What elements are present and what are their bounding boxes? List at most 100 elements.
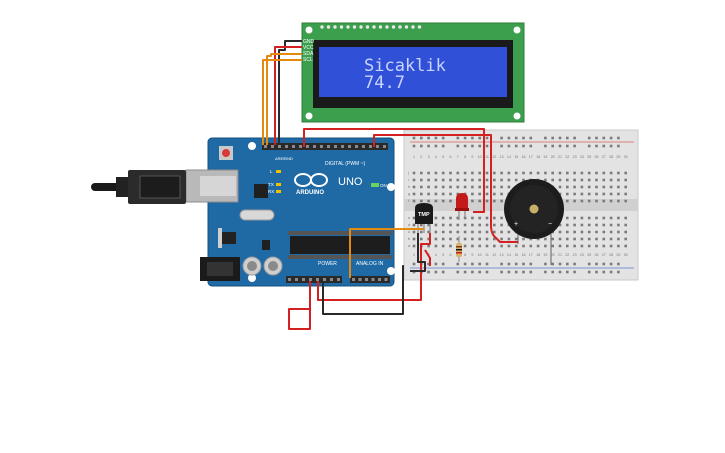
digital-pin[interactable] bbox=[285, 145, 288, 148]
digital-pin-header[interactable] bbox=[262, 143, 388, 150]
breadboard-hole[interactable] bbox=[587, 262, 591, 266]
breadboard-hole[interactable] bbox=[478, 216, 481, 220]
wire-lcd-scl[interactable] bbox=[262, 59, 302, 145]
breadboard-hole[interactable] bbox=[587, 144, 591, 148]
digital-pin[interactable] bbox=[320, 145, 323, 148]
breadboard-hole[interactable] bbox=[449, 237, 452, 241]
breadboard-hole[interactable] bbox=[507, 136, 511, 140]
breadboard-hole[interactable] bbox=[485, 199, 489, 203]
breadboard-hole[interactable] bbox=[493, 192, 496, 196]
breadboard-hole[interactable] bbox=[522, 270, 525, 274]
breadboard-hole[interactable] bbox=[500, 136, 503, 140]
breadboard-hole[interactable] bbox=[609, 144, 613, 148]
power-pin[interactable] bbox=[295, 278, 298, 281]
breadboard-hole[interactable] bbox=[595, 270, 598, 274]
digital-pin[interactable] bbox=[369, 145, 372, 148]
breadboard-hole[interactable] bbox=[587, 136, 591, 140]
breadboard-hole[interactable] bbox=[617, 199, 620, 203]
breadboard-hole[interactable] bbox=[566, 171, 569, 175]
breadboard-hole[interactable] bbox=[420, 185, 423, 189]
digital-pin[interactable] bbox=[341, 145, 344, 148]
breadboard-hole[interactable] bbox=[456, 270, 460, 274]
breadboard-hole[interactable] bbox=[471, 237, 474, 241]
breadboard-hole[interactable] bbox=[580, 230, 584, 234]
breadboard-hole[interactable] bbox=[573, 237, 576, 241]
breadboard-hole[interactable] bbox=[500, 223, 503, 227]
breadboard-hole[interactable] bbox=[500, 237, 503, 241]
usb-cable[interactable] bbox=[91, 170, 186, 204]
breadboard-hole[interactable] bbox=[485, 216, 489, 220]
breadboard-hole[interactable] bbox=[529, 171, 533, 175]
breadboard-hole[interactable] bbox=[463, 171, 467, 175]
breadboard-hole[interactable] bbox=[493, 171, 496, 175]
breadboard-hole[interactable] bbox=[587, 199, 591, 203]
breadboard-hole[interactable] bbox=[471, 144, 474, 148]
breadboard-hole[interactable] bbox=[493, 178, 496, 182]
breadboard-hole[interactable] bbox=[595, 262, 598, 266]
breadboard-hole[interactable] bbox=[624, 192, 627, 196]
breadboard-hole[interactable] bbox=[441, 230, 445, 234]
breadboard-hole[interactable] bbox=[609, 244, 613, 248]
breadboard-hole[interactable] bbox=[441, 199, 445, 203]
analog-pin[interactable] bbox=[384, 278, 388, 281]
breadboard-hole[interactable] bbox=[602, 216, 606, 220]
wire-buzzer-signal[interactable] bbox=[373, 134, 518, 243]
breadboard-hole[interactable] bbox=[522, 144, 525, 148]
power-pin[interactable] bbox=[309, 278, 312, 281]
breadboard-hole[interactable] bbox=[449, 199, 452, 203]
breadboard-hole[interactable] bbox=[580, 244, 584, 248]
breadboard-hole[interactable] bbox=[587, 171, 591, 175]
breadboard-hole[interactable] bbox=[566, 230, 569, 234]
breadboard-hole[interactable] bbox=[471, 185, 474, 189]
breadboard-hole[interactable] bbox=[617, 237, 620, 241]
breadboard-hole[interactable] bbox=[427, 244, 430, 248]
breadboard-hole[interactable] bbox=[434, 237, 438, 241]
analog-pin[interactable] bbox=[378, 278, 381, 281]
breadboard-hole[interactable] bbox=[434, 192, 438, 196]
power-pin[interactable] bbox=[323, 278, 326, 281]
breadboard-hole[interactable] bbox=[412, 237, 416, 241]
wire-vin-loop[interactable] bbox=[288, 281, 311, 330]
wire-sensor-output[interactable] bbox=[349, 228, 424, 278]
breadboard-hole[interactable] bbox=[485, 237, 489, 241]
breadboard-hole[interactable] bbox=[573, 244, 576, 248]
breadboard-hole[interactable] bbox=[434, 262, 438, 266]
breadboard-hole[interactable] bbox=[456, 144, 460, 148]
breadboard-hole[interactable] bbox=[566, 199, 569, 203]
breadboard-hole[interactable] bbox=[602, 223, 606, 227]
breadboard-hole[interactable] bbox=[558, 262, 562, 266]
digital-pin[interactable] bbox=[383, 145, 386, 148]
digital-pin[interactable] bbox=[327, 145, 330, 148]
breadboard-hole[interactable] bbox=[420, 178, 423, 182]
breadboard-hole[interactable] bbox=[617, 244, 620, 248]
breadboard-hole[interactable] bbox=[617, 230, 620, 234]
breadboard-hole[interactable] bbox=[456, 136, 460, 140]
breadboard-hole[interactable] bbox=[566, 144, 569, 148]
breadboard-hole[interactable] bbox=[449, 178, 452, 182]
breadboard-hole[interactable] bbox=[595, 199, 598, 203]
breadboard-hole[interactable] bbox=[420, 237, 423, 241]
breadboard-hole[interactable] bbox=[420, 136, 423, 140]
breadboard-hole[interactable] bbox=[412, 223, 416, 227]
breadboard-hole[interactable] bbox=[427, 185, 430, 189]
breadboard-hole[interactable] bbox=[595, 244, 598, 248]
breadboard-hole[interactable] bbox=[471, 199, 474, 203]
breadboard-hole[interactable] bbox=[514, 171, 518, 175]
breadboard-hole[interactable] bbox=[500, 185, 503, 189]
power-pin[interactable] bbox=[288, 278, 291, 281]
breadboard-hole[interactable] bbox=[434, 244, 438, 248]
tmp36-temperature-sensor[interactable]: TMP bbox=[415, 203, 433, 233]
breadboard-hole[interactable] bbox=[507, 262, 511, 266]
breadboard-hole[interactable] bbox=[566, 223, 569, 227]
breadboard-hole[interactable] bbox=[478, 144, 481, 148]
breadboard-hole[interactable] bbox=[478, 136, 481, 140]
breadboard-hole[interactable] bbox=[427, 237, 430, 241]
breadboard-hole[interactable] bbox=[478, 178, 481, 182]
breadboard-hole[interactable] bbox=[412, 171, 416, 175]
breadboard-hole[interactable] bbox=[493, 230, 496, 234]
breadboard-hole[interactable] bbox=[412, 262, 416, 266]
breadboard-hole[interactable] bbox=[566, 262, 569, 266]
breadboard-hole[interactable] bbox=[478, 185, 481, 189]
breadboard-hole[interactable] bbox=[500, 216, 503, 220]
breadboard-hole[interactable] bbox=[485, 144, 489, 148]
